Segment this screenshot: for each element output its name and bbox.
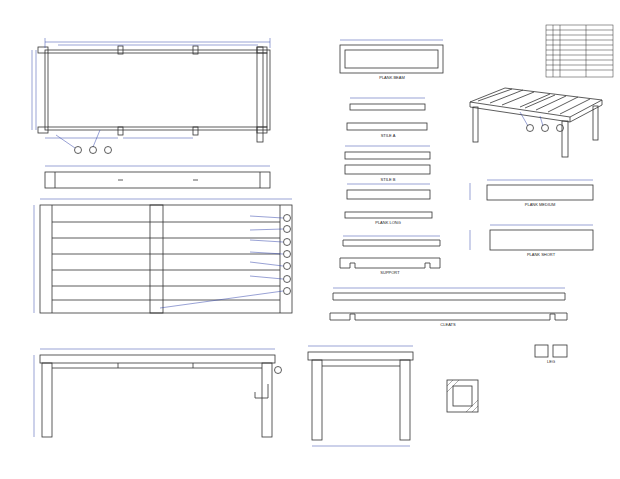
part-label: PLANK SHORT (526, 253, 556, 257)
part-label: LEG (546, 360, 556, 364)
part-label: STILE A (380, 134, 397, 138)
frame-top-view (32, 38, 270, 154)
parts-list-table (546, 25, 613, 77)
tabletop-plank-view (34, 199, 292, 313)
side-elevation (308, 346, 413, 446)
front-elevation (34, 349, 282, 437)
table-perspective (470, 88, 602, 157)
part-label: SUPPORT (379, 271, 400, 275)
part-label: PLANK LONG (374, 221, 402, 225)
part-label: STILE B (380, 178, 397, 182)
part-details (330, 40, 593, 412)
part-label: PLANK MEDIUM (524, 203, 556, 207)
part-label: PLANK BEAM (378, 76, 406, 80)
part-label: CLEATS (439, 323, 456, 327)
rail-view (45, 166, 270, 188)
